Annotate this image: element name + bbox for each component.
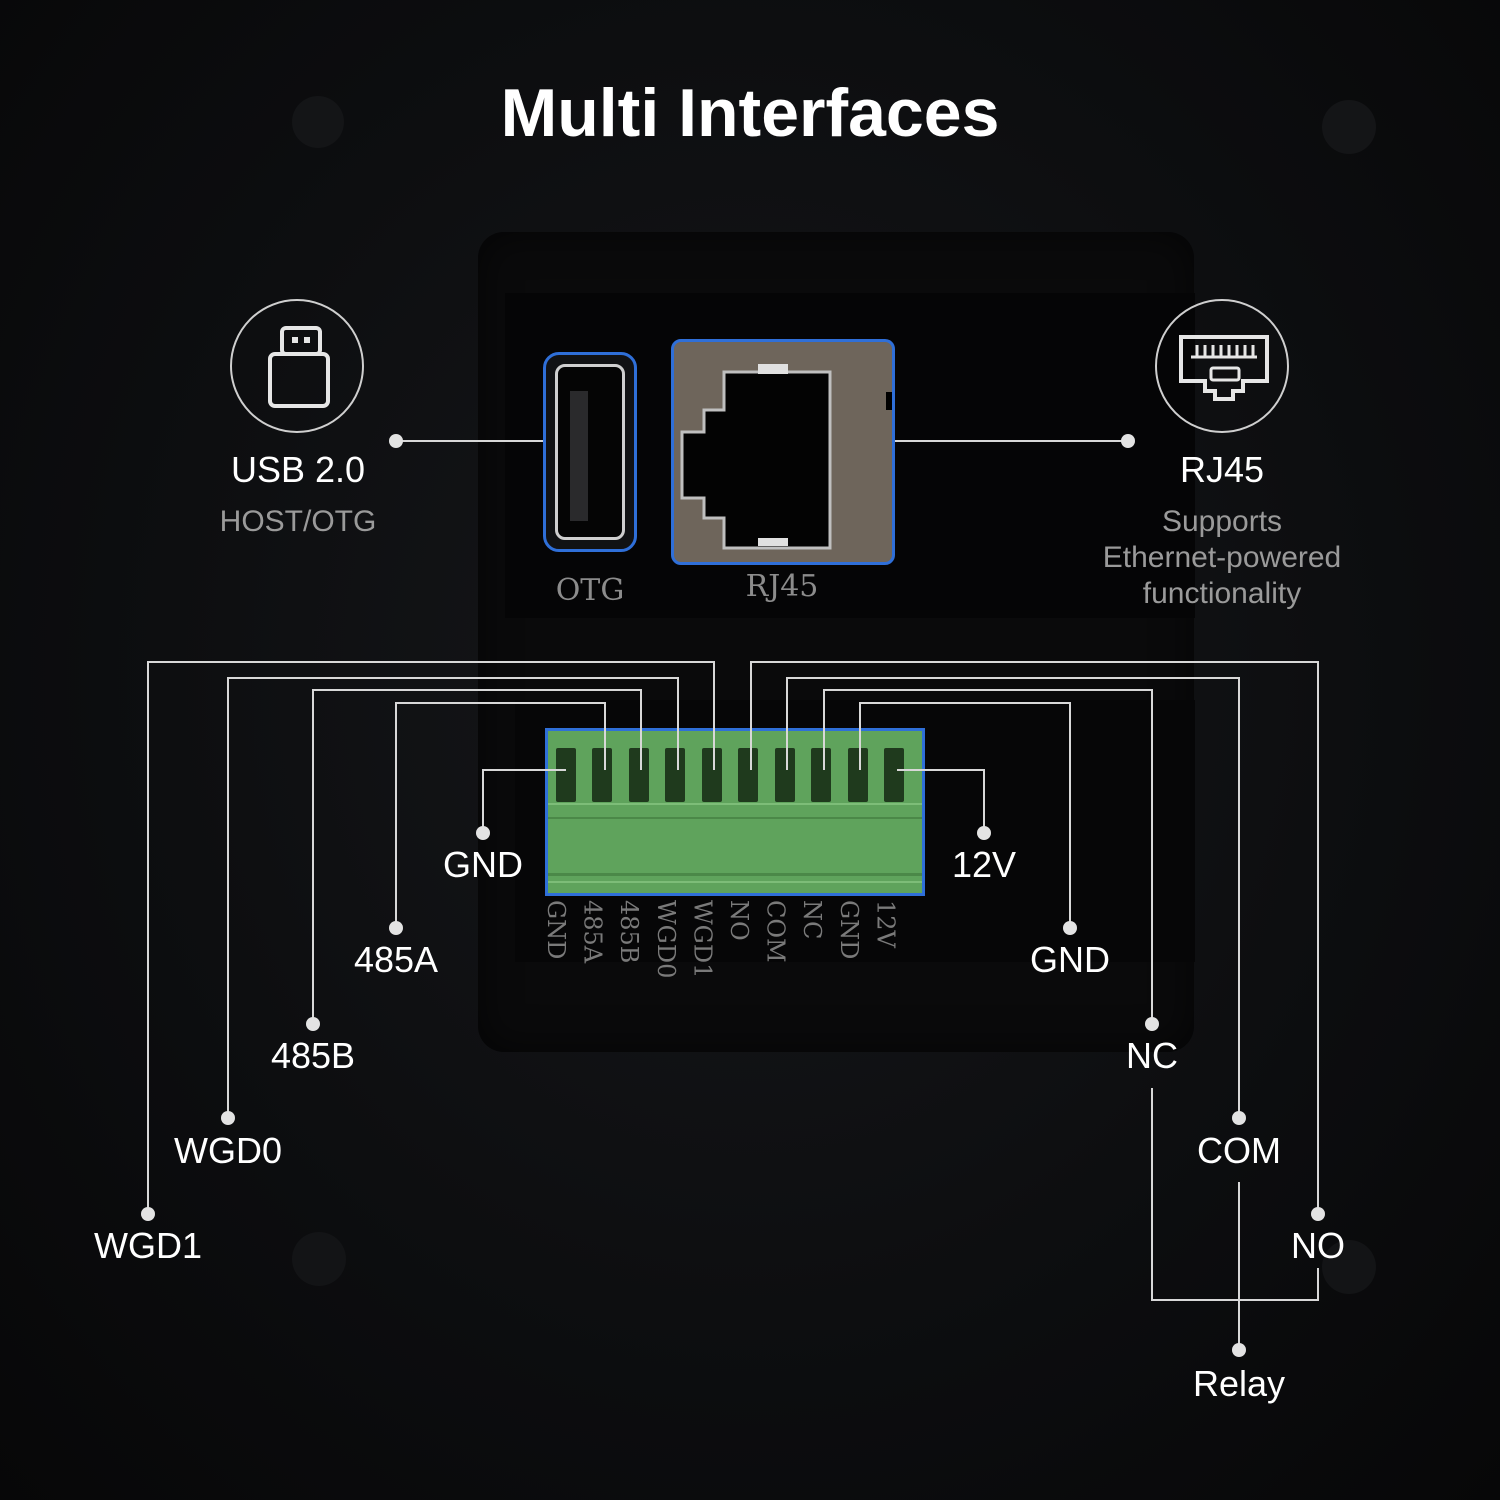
terminal-pin-label: WGD0 [651, 900, 680, 979]
callout-485a: 485A [353, 939, 439, 980]
callout-relay: Relay [1192, 1363, 1286, 1404]
terminal-pin-label: COM [761, 900, 790, 963]
wire-gnd-left [482, 769, 566, 833]
callout-wgd0: WGD0 [174, 1130, 282, 1171]
callout-gnd-right: GND [1030, 939, 1110, 980]
otg-silkscreen: OTG [555, 573, 625, 608]
usb-drive-icon [268, 326, 330, 408]
screw-hole [292, 1232, 346, 1286]
terminal-pin-label: 12V [871, 900, 900, 948]
callout-gnd-left: GND [443, 844, 523, 885]
otg-usb-port[interactable] [543, 352, 637, 552]
rj45-icon-circle [1155, 299, 1289, 433]
rj45-description-line-3: functionality [1142, 577, 1302, 610]
callout-dots [141, 434, 1325, 1357]
wire-gnd-right [859, 702, 1071, 928]
callout-nc: NC [1126, 1035, 1178, 1076]
wire-485b [312, 689, 642, 1024]
callout-no: NO [1291, 1225, 1345, 1266]
screw-hole [1322, 100, 1376, 154]
wire-wgd1 [147, 661, 715, 1214]
terminal-pin-label: NC [798, 900, 827, 940]
rj45-description-line-2: Ethernet-powered [1102, 541, 1342, 574]
terminal-pin-label: WGD1 [688, 900, 717, 979]
wire-wgd0 [227, 677, 679, 1118]
rj45-socket [680, 364, 892, 550]
terminal-pin-label: GND [542, 900, 570, 960]
rj45-silkscreen: RJ45 [745, 569, 819, 604]
callout-wgd1: WGD1 [94, 1225, 202, 1266]
page-title: Multi Interfaces [500, 75, 1000, 151]
terminal-pin-label: 485B [615, 900, 644, 964]
screw-hole [1322, 1240, 1376, 1294]
terminal-pin-label: 485A [578, 900, 607, 964]
wire-nc [823, 689, 1153, 1024]
wire-12v [897, 769, 985, 833]
callout-485b: 485B [270, 1035, 356, 1076]
terminal-pin-label: GND [834, 900, 863, 960]
terminal-slots [556, 748, 904, 802]
rj45-label: RJ45 [1179, 449, 1265, 490]
wire-485a [395, 702, 606, 928]
callout-12v: 12V [951, 844, 1017, 885]
usb-icon-circle [230, 299, 364, 433]
ethernet-port-icon [1179, 335, 1269, 401]
rj45-description-line-1: Supports [1161, 505, 1283, 538]
terminal-pin-label: NO [725, 900, 753, 941]
rj45-ethernet-port[interactable] [671, 339, 895, 565]
callout-com: COM [1197, 1130, 1281, 1171]
usb-sublabel: HOST/OTG [219, 505, 377, 538]
screw-hole [292, 96, 344, 148]
relay-bracket [1151, 1088, 1319, 1301]
wire-com [786, 677, 1240, 1118]
wire-no [750, 661, 1319, 1214]
usb-label: USB 2.0 [230, 449, 366, 490]
